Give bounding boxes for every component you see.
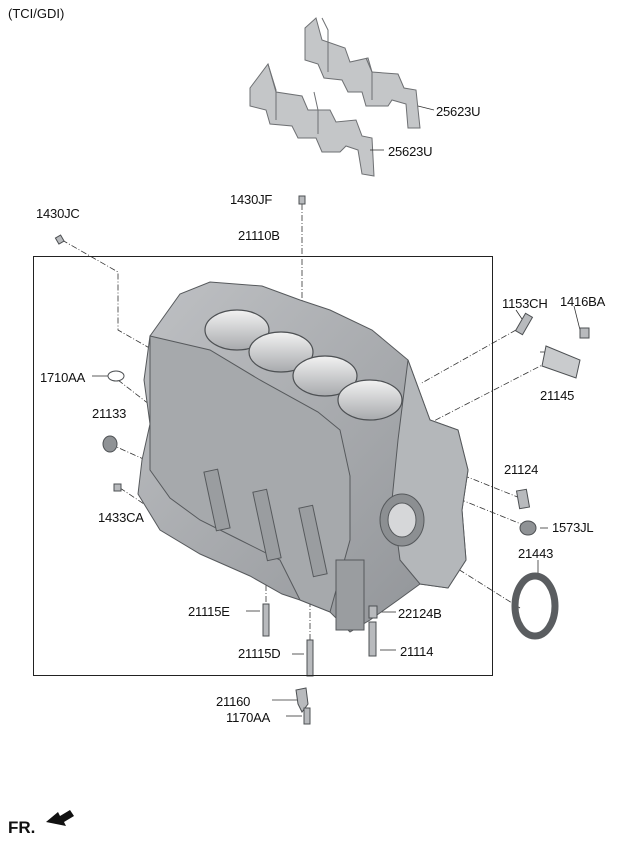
part-label-21124[interactable]: 21124: [504, 462, 539, 477]
plug-22124b: [368, 605, 378, 619]
part-label-21160[interactable]: 21160: [216, 694, 251, 709]
cylinder-bores: [204, 309, 403, 421]
cylinder-block: [137, 281, 469, 633]
part-label-cylinder-block[interactable]: 21110B: [238, 228, 280, 243]
part-label-1710aa[interactable]: 1710AA: [40, 370, 86, 385]
plug-1433ca: [113, 483, 122, 492]
plug-1573jl: [519, 520, 537, 536]
part-label-21114[interactable]: 21114: [400, 644, 434, 659]
part-label-21443[interactable]: 21443: [518, 546, 554, 561]
dowel-1153ch: [514, 312, 534, 336]
bolt-21115e: [262, 603, 270, 637]
baffle-plate-lower: [249, 62, 375, 177]
pipe-21160: [295, 687, 309, 713]
block-assembly-frame: [33, 256, 493, 676]
bolt-1430jf: [298, 195, 306, 205]
part-label-1430jf[interactable]: 1430JF: [230, 192, 273, 207]
part-label-1416ba[interactable]: 1416BA: [560, 294, 606, 309]
part-label-21145[interactable]: 21145: [540, 388, 575, 403]
part-label-baffle-upper[interactable]: 25623U: [436, 104, 481, 119]
small-hardware: [54, 195, 590, 725]
oil-seal-21443: [511, 572, 559, 640]
plate-21145: [541, 345, 581, 379]
part-label-21115e[interactable]: 21115E: [188, 604, 230, 619]
part-label-baffle-lower[interactable]: 25623U: [388, 144, 433, 159]
bolt-21115d: [306, 639, 314, 677]
part-label-1573jl[interactable]: 1573JL: [552, 520, 594, 535]
front-direction-arrow: [46, 810, 74, 826]
part-label-1430jc[interactable]: 1430JC: [36, 206, 80, 221]
baffle-plate-upper: [304, 17, 421, 129]
bolt-21114: [368, 621, 377, 657]
part-label-22124b[interactable]: 22124B: [398, 606, 442, 621]
plug-21133: [102, 435, 118, 453]
part-label-1153ch[interactable]: 1153CH: [502, 296, 548, 311]
front-direction-label: FR.: [8, 818, 36, 837]
engine-variant-label: (TCI/GDI): [8, 6, 65, 21]
part-label-1433ca[interactable]: 1433CA: [98, 510, 144, 525]
bolt-1416ba: [579, 327, 590, 339]
part-label-1170aa[interactable]: 1170AA: [226, 710, 271, 725]
part-label-21115d[interactable]: 21115D: [238, 646, 281, 661]
bolt-1170aa: [303, 707, 311, 725]
dowel-21124: [515, 488, 531, 510]
part-label-21133[interactable]: 21133: [92, 406, 127, 421]
bolt-1430jc: [54, 234, 65, 245]
o-ring-1710aa: [107, 370, 125, 382]
